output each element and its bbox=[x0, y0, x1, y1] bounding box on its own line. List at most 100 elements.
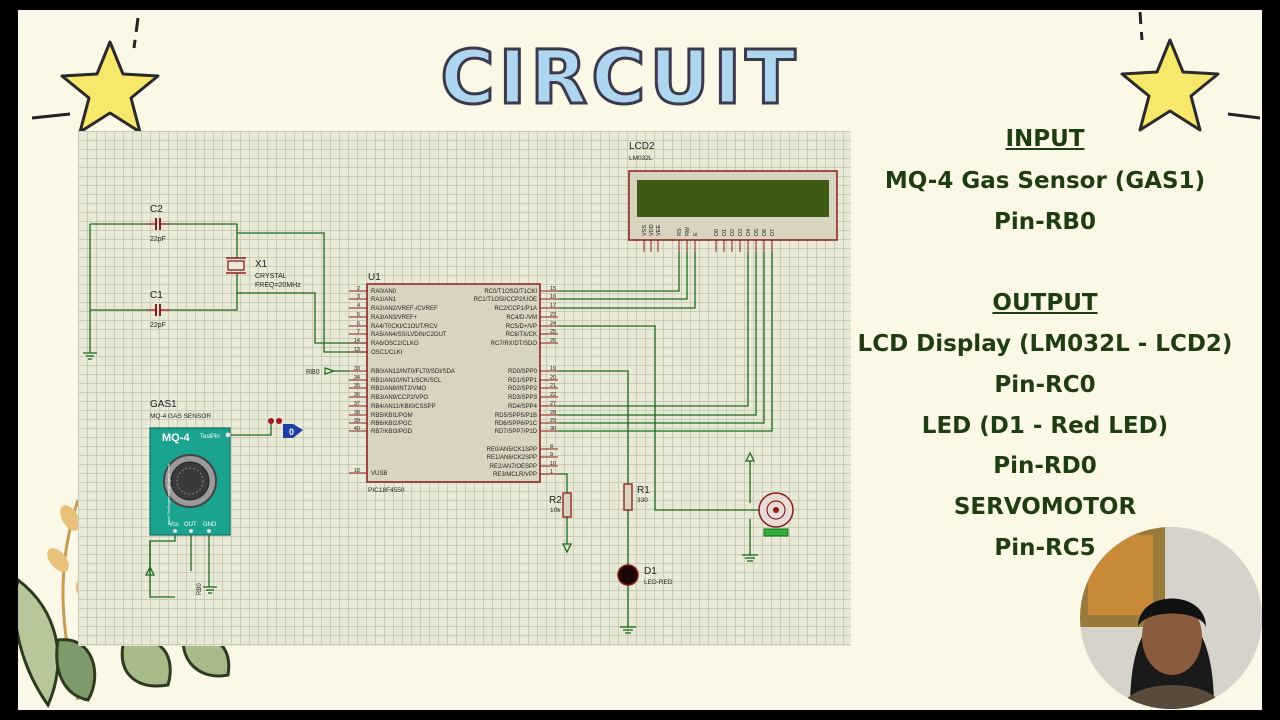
mcu-pin-number: 7 bbox=[357, 329, 360, 335]
mcu-pin-number: 15 bbox=[550, 286, 556, 292]
mcu-pin-number: 14 bbox=[354, 338, 360, 344]
mcu-pin-number: 36 bbox=[354, 392, 360, 398]
wire bbox=[170, 223, 238, 258]
mcu-pin-name: RD4/SPP4 bbox=[508, 404, 538, 410]
wire bbox=[558, 370, 629, 484]
lcd-ref: LCD2 bbox=[629, 141, 655, 152]
output-lcd-device: LCD Display (LM032L - LCD2) bbox=[857, 331, 1233, 357]
mcu-pin-number: 28 bbox=[550, 410, 556, 416]
mcu-pin-name: RB6/KBI2/PGC bbox=[371, 421, 413, 427]
mcu-pin-number: 1 bbox=[550, 469, 553, 475]
gas-part: MQ-4 GAS SENSOR bbox=[150, 413, 211, 420]
mcu-pin-number: 30 bbox=[550, 426, 556, 432]
gas-pin-gnd: GND bbox=[203, 522, 217, 528]
rb0-terminal: RB0 bbox=[306, 367, 336, 376]
mcu-pin-name: RA2/AN2/VREF-/CVREF bbox=[371, 306, 438, 312]
wire bbox=[558, 325, 759, 511]
lcd-pin-name: RS bbox=[677, 228, 683, 236]
c2-ref: C2 bbox=[150, 204, 163, 215]
mcu-pin-name: RB2/AN8/INT2/VMO bbox=[371, 386, 426, 392]
mcu-pin-name: RD0/SPP0 bbox=[508, 369, 538, 375]
input-heading: INPUT bbox=[1005, 126, 1085, 152]
servo-motor bbox=[742, 451, 794, 562]
led-d1: D1 LED-RED bbox=[617, 564, 673, 634]
mcu-pin-number: 5 bbox=[357, 312, 360, 318]
mcu-pin-number: 17 bbox=[550, 303, 556, 309]
mcu-pin-name: RC2/CCP1/P1A bbox=[494, 306, 537, 312]
crystal-x1: X1 CRYSTAL FREQ=20MHz bbox=[226, 257, 301, 289]
mcu-pin-name: RB3/AN9/CCP2/VPO bbox=[371, 395, 428, 401]
mcu-pin-number: 35 bbox=[354, 383, 360, 389]
mcu-pin-number: 25 bbox=[550, 329, 556, 335]
lcd-pin-name: D1 bbox=[722, 229, 728, 236]
mcu-pin-name: RD1/SPP1 bbox=[508, 378, 538, 384]
c1-ref: C1 bbox=[150, 290, 163, 301]
wire bbox=[558, 252, 765, 424]
wire bbox=[237, 232, 367, 353]
ground-symbol-caps bbox=[83, 352, 97, 360]
mcu-pin-name: RB5/KBI1/PGM bbox=[371, 413, 413, 419]
gas-testpin-label: TestPin bbox=[200, 434, 220, 440]
wires bbox=[89, 223, 773, 627]
star-icon-right bbox=[1120, 11, 1260, 132]
leaves-decoration bbox=[18, 499, 231, 709]
mcu-pin-name: RB0/AN12/INT0/FLT0/SDI/SDA bbox=[371, 369, 455, 375]
mcu-pin-name: RC5/D+/VP bbox=[506, 324, 537, 330]
c2-value: 22pF bbox=[150, 236, 166, 243]
mcu-pin-name: RB7/KBI3/PGD bbox=[371, 429, 413, 435]
rb0-label: RB0 bbox=[306, 369, 320, 376]
frame-top bbox=[0, 0, 1280, 10]
mcu-pin-name: RE2/AN7/OESPP bbox=[490, 464, 537, 470]
d1-type: LED-RED bbox=[644, 579, 673, 586]
mcu-pin-number: 2 bbox=[357, 286, 360, 292]
x1-ref: X1 bbox=[255, 259, 268, 270]
resistor-r1: R1 330 bbox=[623, 483, 650, 511]
mcu-pin-number: 22 bbox=[550, 392, 556, 398]
wire bbox=[170, 273, 238, 311]
circuit-schematic: C2 22pF C1 22pF X1 CRYSTAL FREQ=20MHz bbox=[78, 131, 851, 646]
r1-ref: R1 bbox=[637, 485, 650, 496]
gas-sensor-gas1: GAS1 MQ-4 GAS SENSOR MQ-4 TestPin www.Th… bbox=[149, 399, 231, 536]
gas-net-label: RB0 bbox=[197, 583, 203, 595]
mcu-pin-number: 21 bbox=[550, 383, 556, 389]
mcu-pin-name: RA6/OSC2/CLKO bbox=[371, 341, 419, 347]
mcu-pin-number: 8 bbox=[550, 444, 553, 450]
mcu-pin-number: 33 bbox=[354, 366, 360, 372]
capacitor-c2: C2 22pF bbox=[146, 204, 170, 243]
mcu-pin-name: RA5/AN4/SS/LVDIN/C2OUT bbox=[371, 332, 447, 338]
mcu-pin-number: 3 bbox=[357, 294, 360, 300]
gas-pin-vcc: Vcc bbox=[169, 522, 179, 528]
mcu-pin-number: 23 bbox=[550, 312, 556, 318]
frame-left bbox=[0, 0, 18, 720]
presenter-avatar bbox=[1080, 527, 1262, 709]
lcd-pin-name: VEE bbox=[656, 225, 662, 236]
mcu-pin-number: 9 bbox=[550, 452, 553, 458]
output-led-pin: Pin-RD0 bbox=[993, 453, 1097, 479]
mcu-pin-number: 38 bbox=[354, 410, 360, 416]
lcd-pin-name: VSS bbox=[642, 225, 648, 236]
gas-pin-out: OUT bbox=[184, 522, 197, 528]
schematic-canvas: C2 22pF C1 22pF X1 CRYSTAL FREQ=20MHz bbox=[83, 141, 838, 634]
mcu-pin-number: 37 bbox=[354, 401, 360, 407]
mcu-pin-name: RA0/AN0 bbox=[371, 289, 397, 295]
mcu-pin-name: RE0/AN5/CK1SPP bbox=[487, 447, 537, 453]
logic-probe-value: 0 bbox=[289, 427, 294, 437]
mcu-pin-number: 40 bbox=[354, 426, 360, 432]
capacitor-c1: C1 22pF bbox=[146, 290, 170, 329]
mcu-pin-number: 29 bbox=[550, 418, 556, 424]
mcu-pin-name: RD6/SPP6/P1C bbox=[495, 421, 538, 427]
mcu-pin-number: 27 bbox=[550, 401, 556, 407]
mcu-part: PIC18F4550 bbox=[368, 487, 405, 494]
input-device: MQ-4 Gas Sensor (GAS1) bbox=[884, 168, 1206, 194]
mcu-pin-number: 39 bbox=[354, 418, 360, 424]
gas-site: www.TheEngineeringProjects.com bbox=[166, 463, 171, 525]
star-icon-left bbox=[31, 17, 160, 134]
mcu-pin-name: OSC1/CLKI bbox=[371, 350, 403, 356]
mcu-pin-number: 20 bbox=[550, 375, 556, 381]
mcu-pin-name: RA1/AN1 bbox=[371, 297, 397, 303]
mcu-pin-name: RC7/RX/DT/SDO bbox=[491, 341, 538, 347]
lcd-pin-name: D2 bbox=[730, 229, 736, 236]
